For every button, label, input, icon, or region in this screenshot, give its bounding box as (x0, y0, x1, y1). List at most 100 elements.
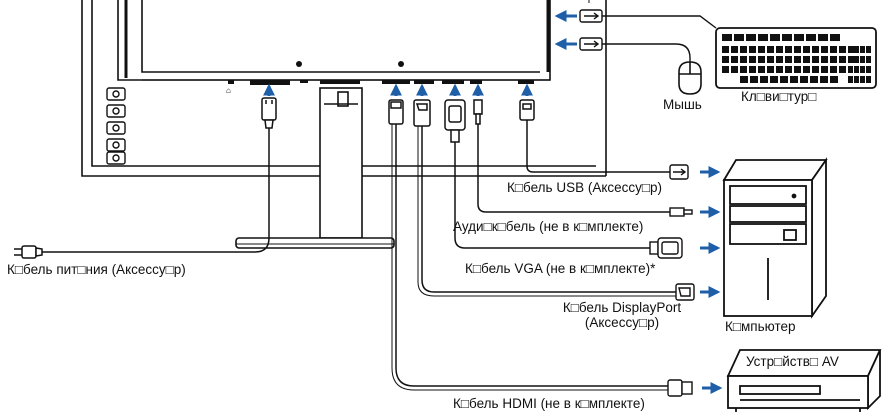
keyboard-key (839, 66, 846, 73)
keyboard-key (767, 66, 774, 73)
keyboard-key (740, 56, 747, 63)
keyboard-key (780, 76, 788, 83)
keyboard-key (767, 56, 774, 63)
keyboard-label: Кл□ви□тур□ (741, 89, 817, 104)
hdmi-connector (388, 99, 404, 125)
keyboard-key (760, 76, 768, 83)
keyboard-key (839, 46, 846, 53)
keyboard-key (812, 46, 819, 53)
av-device-label: Устр□йств□ AV (746, 354, 839, 369)
keyboard-key (800, 76, 808, 83)
keyboard-key (794, 56, 801, 63)
svg-text:⌂: ⌂ (226, 86, 231, 95)
keyboard-key (821, 66, 828, 73)
usb-cable-label: К□бель USB (Аксессу□р) (507, 180, 663, 195)
vga-end-plug (649, 237, 683, 259)
keyboard-key (770, 76, 778, 83)
power-cable-label: К□бель пит□ния (Аксессу□р) (7, 262, 186, 277)
hdmi-end-plug (667, 379, 693, 397)
keyboard-key (770, 34, 780, 41)
keyboard-key (740, 66, 747, 73)
vga-cable (454, 142, 650, 249)
keyboard-key (740, 76, 748, 83)
computer-icon (722, 157, 828, 319)
audio-cable-label: Ауди□к□бель (не в к□мплекте) (453, 219, 644, 234)
keyboard-numpad-key (848, 46, 853, 53)
keyboard-key (722, 56, 729, 63)
displayport-cable (421, 126, 676, 293)
keyboard-numpad-key (854, 46, 859, 53)
keyboard-numpad-key (866, 76, 871, 83)
keyboard-key (830, 76, 838, 83)
port-strip: ⌂ (142, 79, 550, 95)
keyboard-key (731, 66, 738, 73)
keyboard-key (722, 34, 732, 41)
vga-cable-label: К□бель VGA (не в к□мплекте)* (465, 261, 656, 276)
keyboard-key (785, 46, 792, 53)
keyboard-key (812, 56, 819, 63)
keyboard-numpad-key (860, 76, 865, 83)
displayport-label-line2: (Аксессу□р) (584, 315, 660, 330)
keyboard-key (746, 34, 756, 41)
keyboard-key (803, 56, 810, 63)
keyboard-numpad-key (860, 56, 865, 63)
keyboard-key (776, 66, 783, 73)
keyboard-key (794, 66, 801, 73)
audio-cable (477, 124, 670, 213)
power-cable (40, 128, 270, 253)
right-arrows (700, 166, 723, 394)
keyboard-key (810, 76, 818, 83)
keyboard-key (749, 66, 756, 73)
mouse-cable (602, 43, 691, 68)
keyboard-key (776, 56, 783, 63)
keyboard-key (758, 34, 768, 41)
keyboard-key (722, 66, 729, 73)
displayport-connector (413, 99, 431, 127)
displayport-cable-inner (417, 126, 676, 297)
keyboard-numpad-key (860, 46, 865, 53)
keyboard-key (806, 34, 816, 41)
keyboard-cable (602, 15, 717, 29)
usb-cable (526, 120, 670, 173)
keyboard-key (830, 56, 837, 63)
hdmi-cable (395, 124, 668, 387)
keyboard-numpad-key (848, 56, 853, 63)
keyboard-key (749, 46, 756, 53)
displayport-end-plug (675, 283, 695, 301)
keyboard-key (812, 66, 819, 73)
vga-connector (444, 99, 466, 143)
keyboard-key (785, 56, 792, 63)
keyboard-numpad-key (854, 76, 859, 83)
keyboard-numpad-key (860, 66, 865, 73)
keyboard-key (749, 56, 756, 63)
keyboard-numpad-key (854, 66, 859, 73)
monitor-back (81, 0, 607, 177)
keyboard-key (839, 56, 846, 63)
keyboard-numpad-key (866, 46, 871, 53)
av-device-icon (726, 349, 882, 412)
keyboard-key (820, 76, 828, 83)
keyboard-key (830, 66, 837, 73)
usb-side-ports (579, 9, 603, 51)
keyboard-key (782, 34, 792, 41)
keyboard-key (731, 56, 738, 63)
keyboard-key (758, 46, 765, 53)
keyboard-key (790, 76, 798, 83)
port-up-arrows (263, 83, 533, 96)
audio-jack (473, 99, 483, 125)
keyboard-key (821, 56, 828, 63)
displayport-label-line1: К□бель DisplayPort (562, 300, 682, 315)
hdmi-cable-inner (391, 124, 668, 391)
keyboard-key (803, 46, 810, 53)
keyboard-key (722, 46, 729, 53)
keyboard-key (758, 66, 765, 73)
keyboard-key (750, 76, 758, 83)
keyboard-key (830, 34, 840, 41)
keyboard-key (785, 66, 792, 73)
audio-end-plug (669, 207, 693, 217)
keyboard-key (731, 46, 738, 53)
keyboard-key (821, 46, 828, 53)
keyboard-key (758, 56, 765, 63)
computer-label: К□мпьютер (725, 319, 796, 334)
keyboard-numpad-key (854, 56, 859, 63)
